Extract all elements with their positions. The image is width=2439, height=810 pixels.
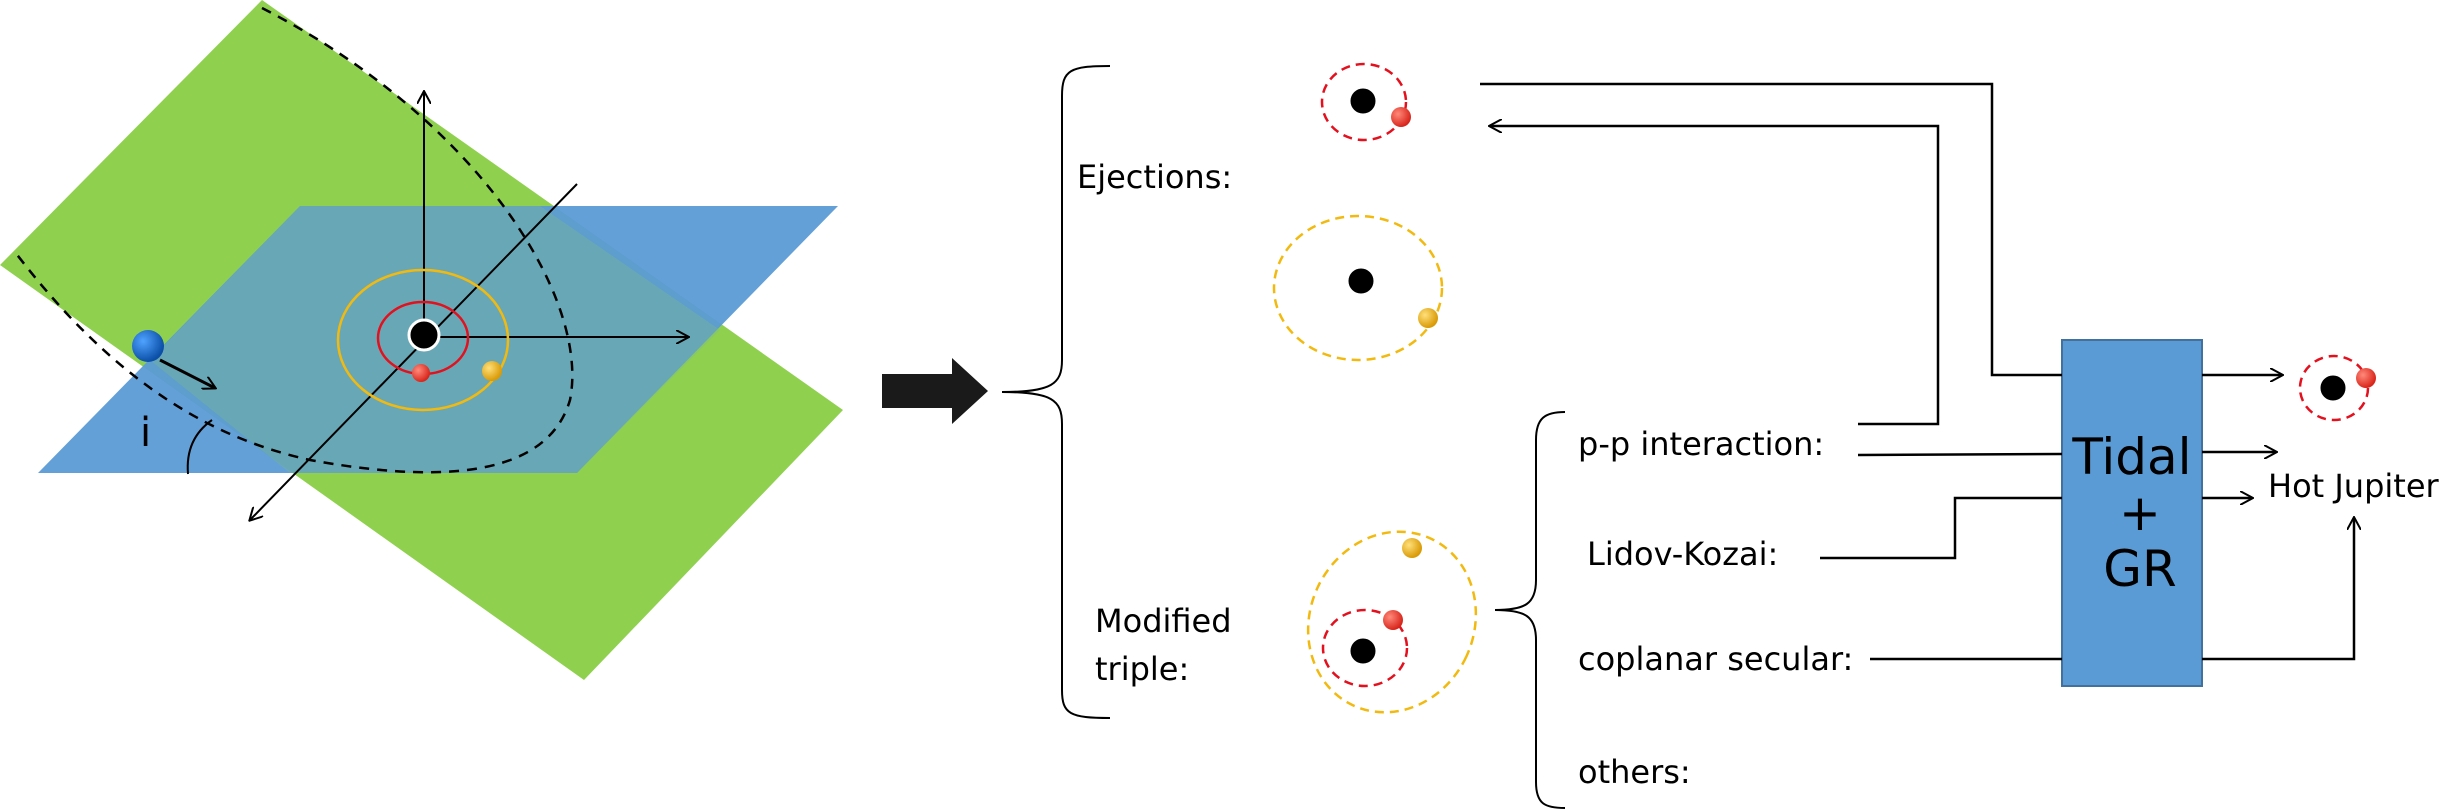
channel-lidov-kozai-label: Lidov-Kozai: bbox=[1587, 535, 1778, 573]
connector-pp-to-ejection bbox=[1490, 126, 1940, 426]
outcomes-brace bbox=[1001, 65, 1111, 719]
channel-pp-label: p-p interaction: bbox=[1578, 425, 1824, 463]
outer-planet bbox=[1418, 308, 1438, 328]
orbital-geometry-panel: i bbox=[0, 0, 843, 680]
inner-orbit-dashed bbox=[1320, 62, 1408, 142]
star bbox=[1345, 265, 1377, 297]
ejections-label: Ejections: bbox=[1077, 158, 1232, 196]
hot-jupiter-system bbox=[2298, 354, 2376, 422]
output-arrow-bottom bbox=[2202, 518, 2354, 661]
connector-lk-to-tidal bbox=[1820, 496, 2062, 560]
inner-planet bbox=[1391, 107, 1411, 127]
hot-jupiter-label: Hot Jupiter bbox=[2268, 467, 2439, 505]
modified-triple-label: Modified triple: bbox=[1095, 602, 1242, 688]
node-line bbox=[250, 183, 578, 520]
outer-planet bbox=[1402, 538, 1422, 558]
connector-ejection-to-tidal bbox=[1480, 82, 2062, 377]
star bbox=[1347, 635, 1379, 667]
perturber-velocity-arrow bbox=[159, 358, 215, 388]
ejection-system-outer bbox=[1272, 214, 1444, 362]
tidal-box-line-3: GR bbox=[2103, 540, 2177, 598]
channels-brace bbox=[1494, 411, 1566, 809]
star bbox=[2317, 372, 2349, 404]
outer-planet bbox=[482, 361, 502, 381]
perturber-body bbox=[132, 330, 164, 362]
central-star bbox=[407, 318, 441, 352]
inner-planet bbox=[412, 364, 430, 382]
inner-orbit-dashed bbox=[2298, 354, 2370, 422]
channel-coplanar-secular-label: coplanar secular: bbox=[1578, 640, 1853, 678]
star bbox=[1347, 85, 1379, 117]
modified-triple-system bbox=[1306, 530, 1478, 714]
inner-orbit-dashed bbox=[1321, 608, 1409, 688]
tidal-box-line-1: Tidal bbox=[2071, 428, 2191, 486]
transition-arrow bbox=[882, 358, 988, 424]
channel-others-label: others: bbox=[1578, 753, 1691, 791]
inner-planet bbox=[1383, 610, 1403, 630]
connector-pp-to-tidal bbox=[1857, 452, 2063, 457]
tidal-box-line-2: + bbox=[2119, 484, 2161, 542]
inclination-arc bbox=[186, 419, 213, 475]
outer-orbit-dashed bbox=[1306, 530, 1478, 714]
inclination-label: i bbox=[140, 410, 151, 456]
perturber-orbit bbox=[14, 6, 574, 474]
ejection-system-inner bbox=[1320, 62, 1411, 142]
outer-orbit-dashed bbox=[1272, 214, 1444, 362]
hot-jupiter-planet bbox=[2356, 368, 2376, 388]
outer-planet-orbit bbox=[336, 268, 510, 412]
tidal-gr-box bbox=[2061, 339, 2203, 687]
